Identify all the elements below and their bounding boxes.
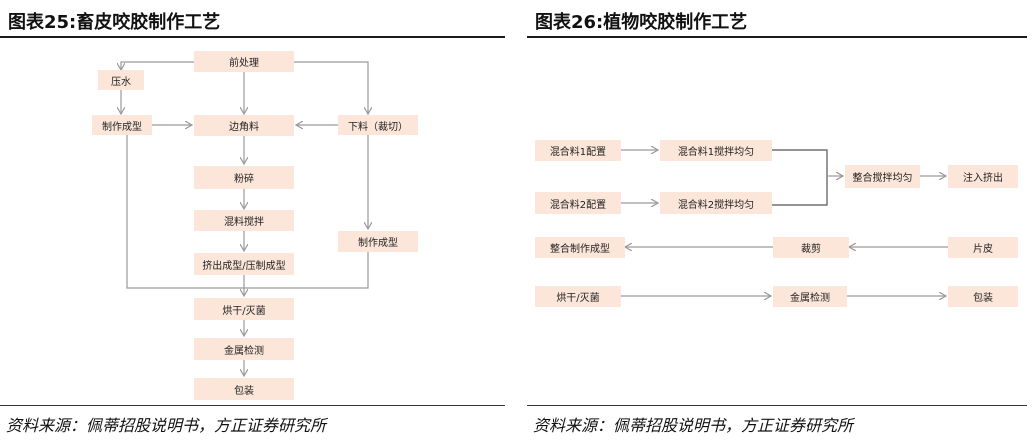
right-title-rule (527, 36, 1027, 38)
node-pretreat: 前处理 (194, 51, 294, 72)
node-total-stir: 整合搅拌均匀 (845, 165, 920, 188)
node-dry-r: 烘干/灭菌 (535, 286, 621, 307)
node-stir2: 混合料2搅拌均匀 (660, 192, 772, 214)
right-figure-panel: 图表26:植物咬胶制作工艺 混合料1配置 混合料2配置 混合料1搅拌均匀 混合料… (527, 0, 1035, 443)
node-mix1: 混合料1配置 (535, 140, 621, 161)
node-scraps: 边角料 (194, 115, 294, 136)
bracket-stir-merge (772, 149, 828, 206)
node-mix2: 混合料2配置 (535, 192, 621, 214)
right-source-note: 资料来源：佩蒂招股说明书，方正证券研究所 (533, 416, 854, 435)
node-inject: 注入挤出 (948, 165, 1018, 188)
node-press-water: 压水 (98, 70, 144, 90)
left-title-rule (0, 36, 505, 38)
node-slice: 片皮 (948, 237, 1018, 258)
node-pack: 包装 (194, 378, 294, 400)
line-shape-to-merge (126, 135, 244, 289)
node-stir1: 混合料1搅拌均匀 (660, 140, 772, 161)
arrow-pretreat-to-cut (294, 61, 368, 114)
left-figure-title: 图表25:畜皮咬胶制作工艺 (8, 12, 221, 33)
node-make-shape: 制作成型 (92, 115, 152, 135)
left-source-note: 资料来源：佩蒂招股说明书，方正证券研究所 (6, 416, 327, 435)
node-dry: 烘干/灭菌 (194, 298, 294, 320)
left-source-rule (0, 405, 505, 406)
arrow-pretreat-to-presswater (121, 61, 194, 70)
node-extrude: 挤出成型/压制成型 (194, 253, 294, 275)
right-figure-title: 图表26:植物咬胶制作工艺 (535, 12, 748, 33)
node-make-shape-2: 制作成型 (338, 231, 418, 252)
left-figure-panel: 图表25:畜皮咬胶制作工艺 (0, 0, 510, 443)
node-metal-r: 金属检测 (773, 286, 847, 307)
node-pack-r: 包装 (948, 286, 1018, 307)
node-trim: 裁剪 (773, 237, 849, 258)
node-whole-shape: 整合制作成型 (535, 237, 625, 258)
node-mix: 混料搅拌 (194, 210, 294, 231)
node-cut: 下料（裁切） (338, 115, 418, 135)
right-flow-arrows (621, 0, 948, 443)
node-grind: 粉碎 (194, 166, 294, 189)
right-source-rule (527, 405, 1027, 406)
left-flow-arrows (0, 61, 510, 443)
line-shape2-to-merge (244, 252, 369, 289)
node-metal: 金属检测 (194, 338, 294, 360)
